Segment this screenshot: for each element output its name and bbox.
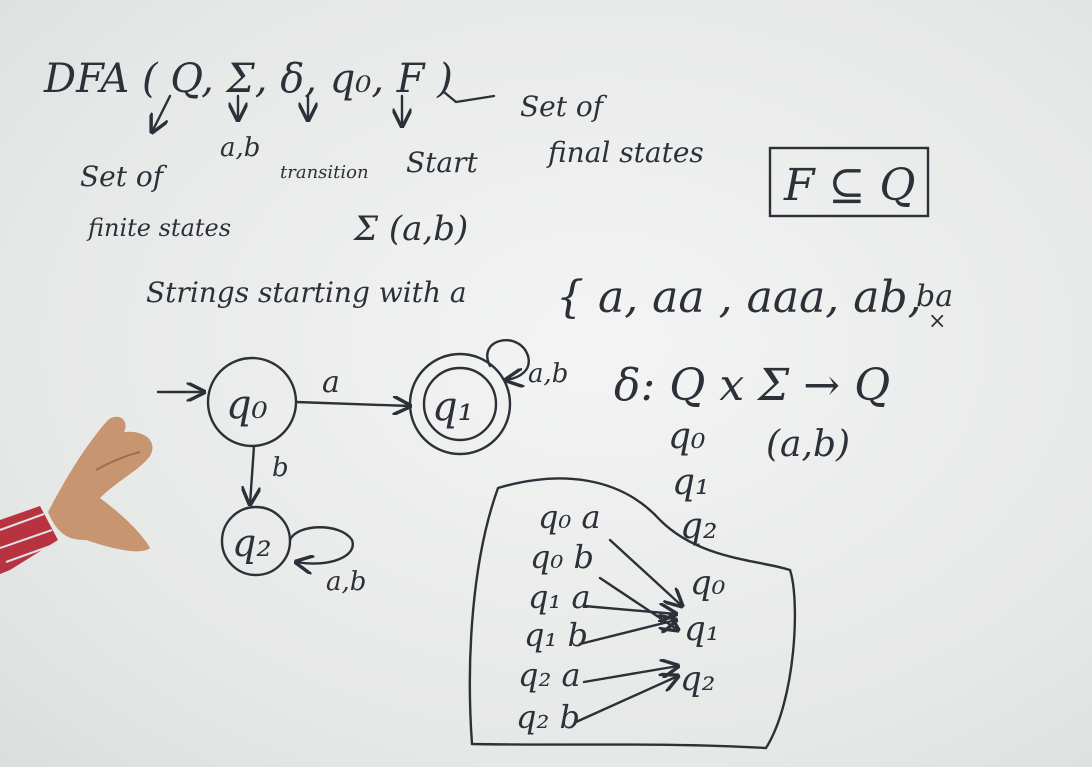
map-arrow-q2b xyxy=(574,676,678,724)
delta-state-q2: q₂ xyxy=(680,506,717,547)
map-right-2: q₂ xyxy=(680,659,715,699)
delta-state-q0: q₀ xyxy=(668,416,705,457)
map-arrow-q1a xyxy=(582,606,676,614)
subset-box xyxy=(768,146,930,218)
map-left-2: q₁ a xyxy=(528,578,591,616)
q-label-line1: Set of xyxy=(80,160,168,193)
strings-set: { a, aa , aaa, ab, xyxy=(556,272,922,323)
map-left-1: q₀ b xyxy=(530,538,594,576)
presenter-hand xyxy=(0,416,153,574)
self-loop-q2 xyxy=(288,526,354,563)
excluded-string: ba xyxy=(916,279,953,314)
map-arrow-q2a xyxy=(582,666,678,684)
state-q0-label: q₀ xyxy=(226,382,268,428)
state-q1-label: q₁ xyxy=(432,384,474,430)
strings-label: Strings starting with a xyxy=(146,276,467,309)
subset-text: F ⊆ Q xyxy=(783,160,915,211)
map-left-5: q₂ b xyxy=(516,698,580,736)
delta-signature: δ: Q x Σ → Q xyxy=(614,360,890,411)
state-q2-label: q₂ xyxy=(232,521,272,565)
state-q1 xyxy=(422,366,498,442)
transition-q0-q2-label: b xyxy=(272,453,289,483)
q0-label: Start xyxy=(406,146,479,179)
mapping-box xyxy=(468,477,797,750)
delta-label: transition xyxy=(280,162,369,183)
q-down-arrow xyxy=(152,94,172,132)
map-left-3: q₁ b xyxy=(524,616,588,654)
transition-q0-q1 xyxy=(294,402,410,406)
q-label-line2: finite states xyxy=(86,214,231,242)
self-loop-q2-label: a,b xyxy=(326,567,366,597)
f-label-line1: Set of xyxy=(520,90,608,123)
f-label-line2: final states xyxy=(546,136,704,169)
self-loop-q1-label: a,b xyxy=(528,359,568,389)
map-left-0: q₀ a xyxy=(538,498,601,536)
self-loop-q1 xyxy=(486,339,530,380)
excluded-mark: × xyxy=(928,309,946,334)
transition-q0-q2 xyxy=(250,444,254,504)
map-right-1: q₁ xyxy=(684,609,719,649)
state-q1-outer xyxy=(408,352,512,456)
map-arrow-q0a xyxy=(608,538,682,606)
delta-state-q1: q₁ xyxy=(672,462,709,503)
sigma-set: Σ (a,b) xyxy=(352,209,468,249)
map-arrow-q1b xyxy=(578,620,676,646)
delta-sigma-values: (a,b) xyxy=(766,424,850,465)
map-right-0: q₀ xyxy=(690,563,726,603)
dfa-tuple: DFA ( Q, Σ, δ, q₀, F ) xyxy=(43,56,453,102)
f-pointer-stroke xyxy=(442,90,496,104)
transition-q0-q1-label: a xyxy=(322,365,340,400)
sigma-label: a,b xyxy=(220,133,260,163)
map-left-4: q₂ a xyxy=(518,656,581,694)
